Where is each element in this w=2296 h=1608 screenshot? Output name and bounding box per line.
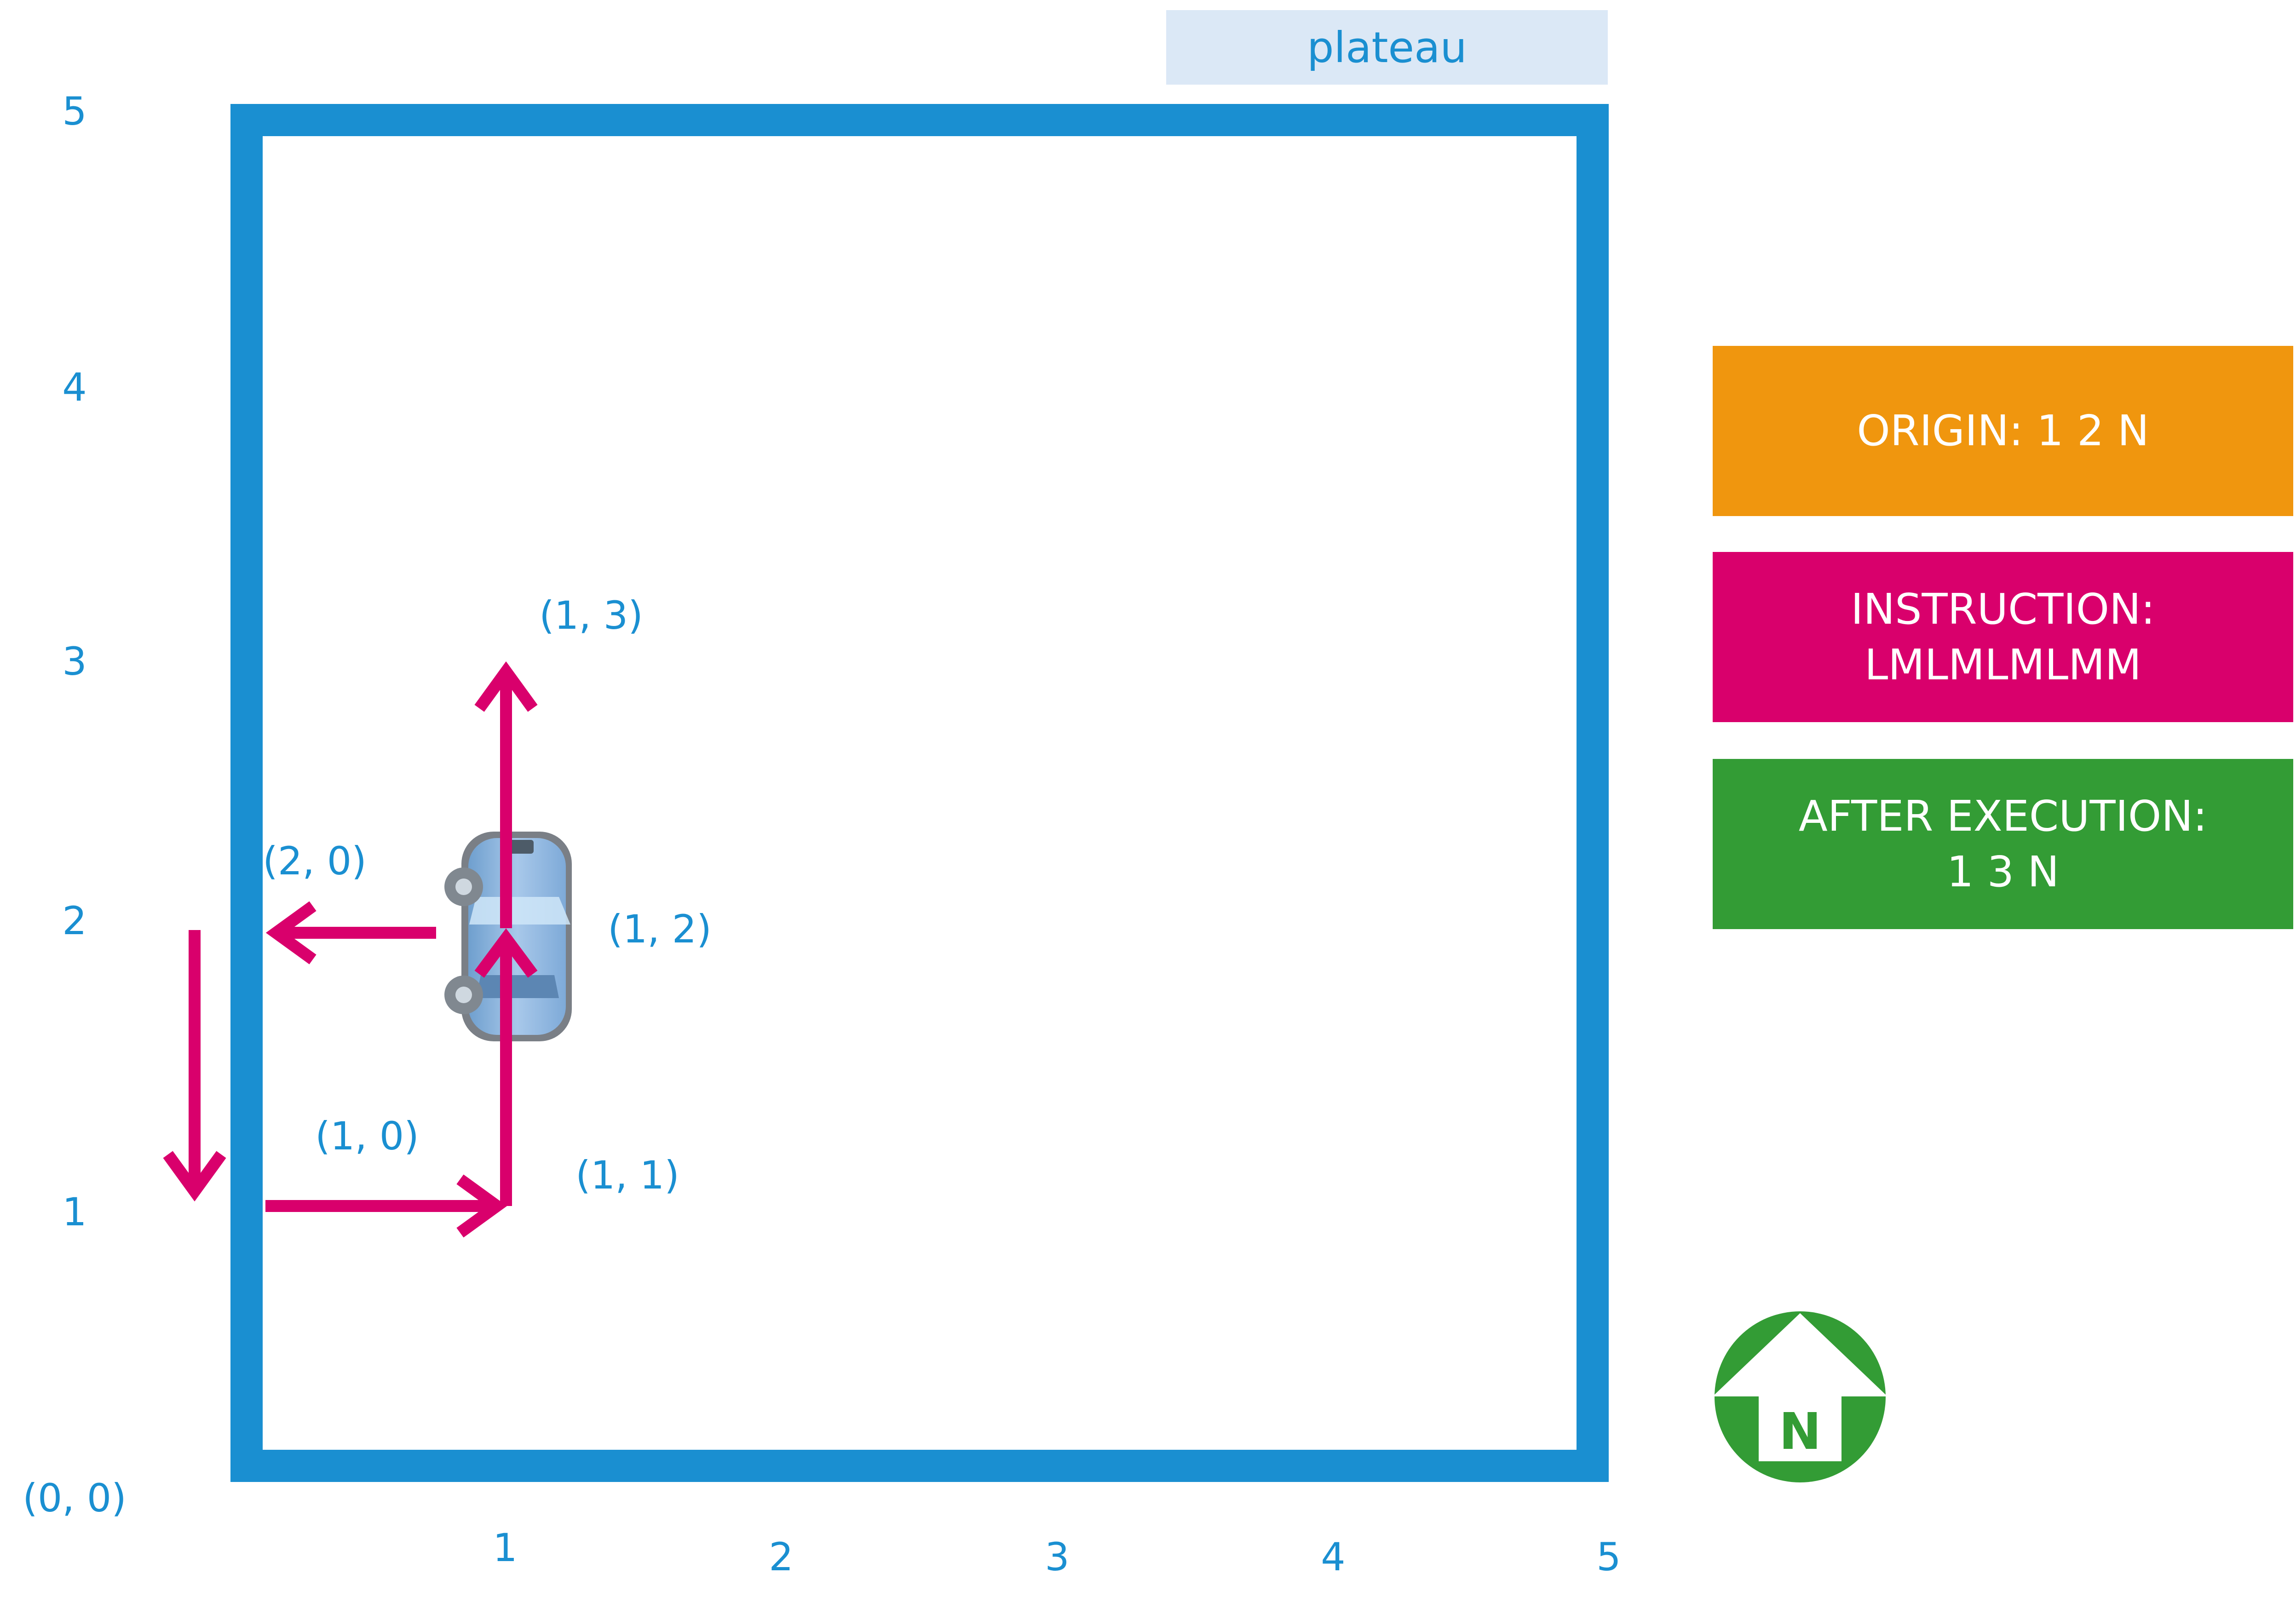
path-arrows <box>163 661 538 1238</box>
point-label-2-0: (2, 0) <box>263 838 367 884</box>
y-tick-3: 3 <box>62 639 87 684</box>
x-tick-2: 2 <box>769 1534 794 1579</box>
compass-letter: N <box>1779 1402 1821 1461</box>
y-tick-4: 4 <box>62 365 87 410</box>
arrowhead-east-1-1 <box>456 1174 507 1238</box>
point-label-1-2: (1, 2) <box>608 907 712 952</box>
origin-label: (0, 0) <box>23 1476 127 1521</box>
x-tick-5: 5 <box>1596 1534 1621 1579</box>
point-label-1-1: (1, 1) <box>575 1153 679 1198</box>
y-tick-5: 5 <box>62 89 87 134</box>
after-execution-box-value: 1 3 N <box>1946 847 2060 896</box>
x-tick-3: 3 <box>1045 1534 1070 1579</box>
plateau-grid-border <box>230 104 1609 1482</box>
x-tick-4: 4 <box>1321 1534 1346 1579</box>
rover-vehicle <box>444 832 572 1041</box>
instruction-box: INSTRUCTION: LMLMLMLMM <box>1713 552 2293 722</box>
point-label-1-0: (1, 0) <box>315 1114 419 1159</box>
arrowhead-west-2-0 <box>265 901 316 965</box>
y-tick-2: 2 <box>62 898 87 943</box>
plateau-label: plateau <box>1166 10 1608 85</box>
x-tick-1: 1 <box>493 1525 518 1570</box>
arrowhead-north-1-2 <box>474 928 538 978</box>
y-tick-1: 1 <box>62 1189 87 1235</box>
point-label-1-3: (1, 3) <box>539 593 643 638</box>
instruction-box-value: LMLMLMLMM <box>1864 640 2141 689</box>
arrowhead-south <box>163 1151 226 1202</box>
after-execution-box-title: AFTER EXECUTION: <box>1798 791 2208 841</box>
arrowhead-north-1-3 <box>474 661 538 712</box>
north-compass-icon: N <box>1713 1311 1887 1482</box>
instruction-box-title: INSTRUCTION: <box>1851 584 2155 634</box>
origin-box: ORIGIN: 1 2 N <box>1713 346 2293 516</box>
after-execution-box: AFTER EXECUTION: 1 3 N <box>1713 759 2293 929</box>
origin-box-text: ORIGIN: 1 2 N <box>1857 406 2149 456</box>
